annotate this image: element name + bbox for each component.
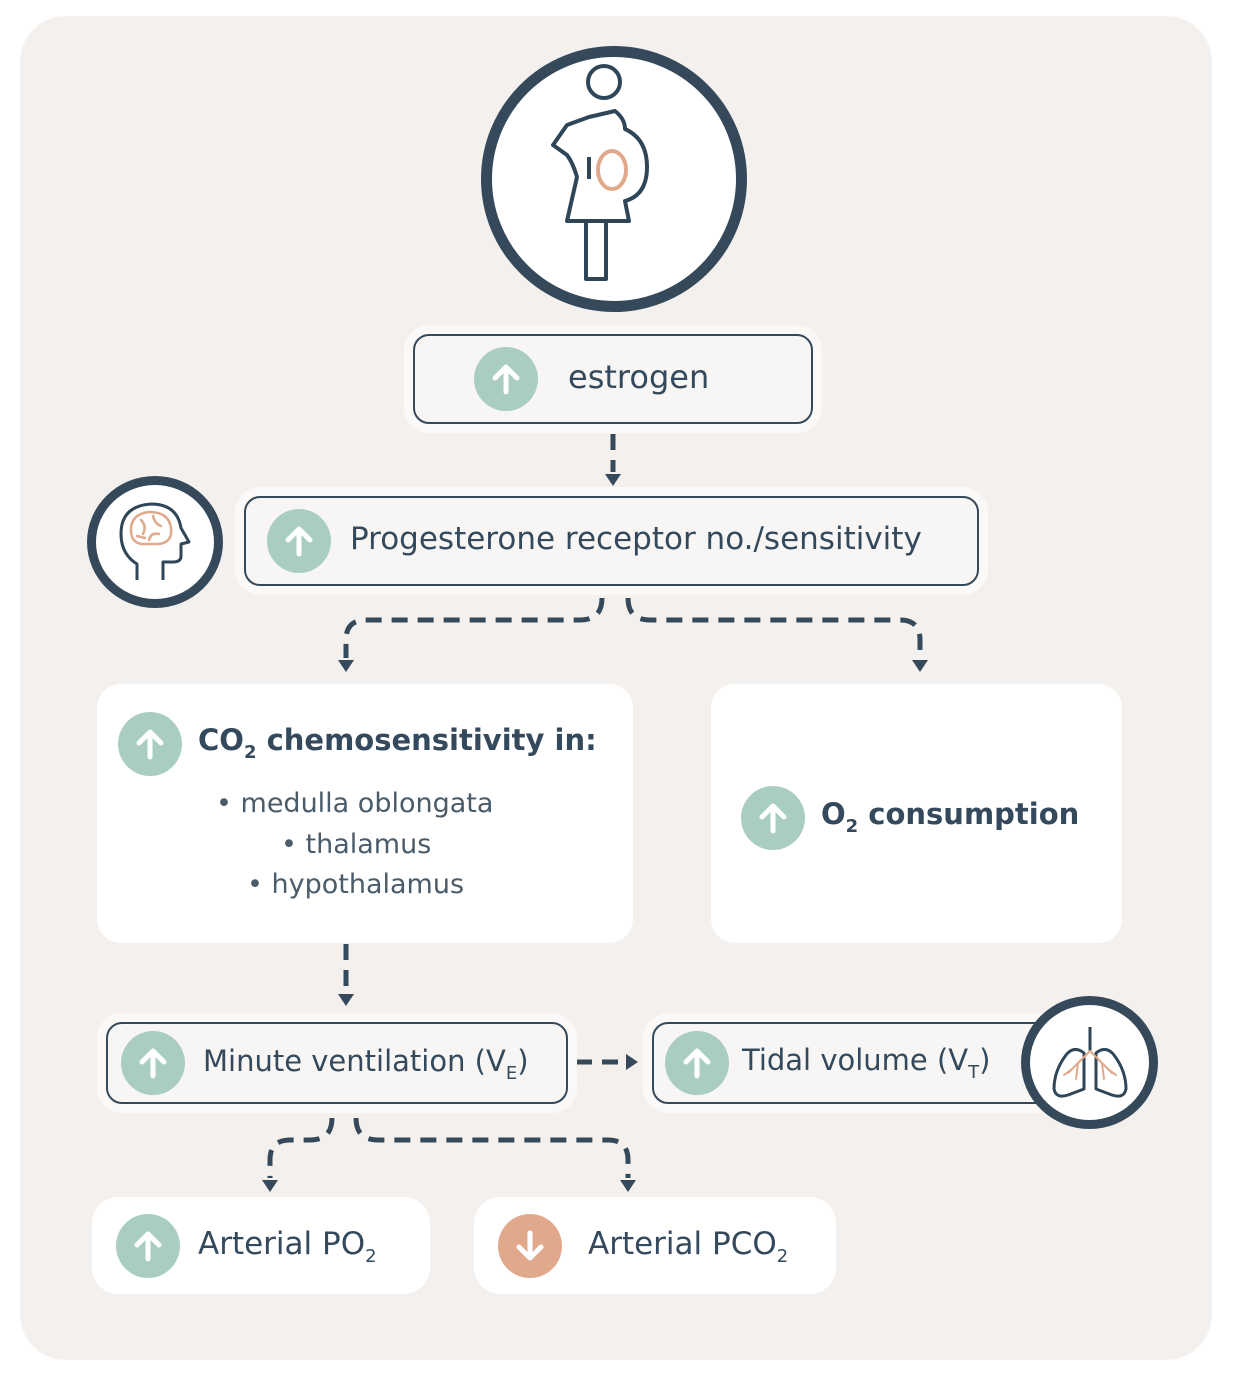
brain-icon-circle xyxy=(87,476,223,608)
tidal-volume-box xyxy=(652,1022,1072,1104)
brain-head-icon xyxy=(119,502,191,580)
list-item: • medulla oblongata xyxy=(216,788,494,819)
estrogen-label: estrogen xyxy=(568,358,710,396)
increase-arrow-icon xyxy=(474,347,538,411)
increase-arrow-icon xyxy=(121,1031,185,1095)
co2-chemosensitivity-title: CO2 chemosensitivity in: xyxy=(198,723,597,763)
arterial-pco2-label: Arterial PCO2 xyxy=(588,1226,789,1267)
progesterone-label: Progesterone receptor no./sensitivity xyxy=(350,521,922,557)
list-item: • thalamus xyxy=(281,829,432,860)
increase-arrow-icon xyxy=(665,1031,729,1095)
increase-arrow-icon xyxy=(116,1214,180,1278)
minute-ventilation-label: Minute ventilation (VE) xyxy=(203,1044,529,1084)
increase-arrow-icon xyxy=(118,712,182,776)
progesterone-box xyxy=(244,496,979,586)
co2-chemosensitivity-card xyxy=(97,684,633,943)
lungs-icon-circle xyxy=(1021,996,1158,1129)
increase-arrow-icon xyxy=(741,786,805,850)
increase-arrow-icon xyxy=(267,509,331,573)
o2-consumption-label: O2 consumption xyxy=(821,797,1080,837)
decrease-arrow-icon xyxy=(498,1214,562,1278)
lungs-icon xyxy=(1052,1026,1127,1098)
arterial-po2-label: Arterial PO2 xyxy=(198,1226,377,1267)
pregnant-woman-icon xyxy=(551,64,649,281)
tidal-volume-label: Tidal volume (VT) xyxy=(742,1043,991,1083)
list-item: • hypothalamus xyxy=(247,869,465,900)
pregnancy-icon-circle xyxy=(481,46,747,312)
